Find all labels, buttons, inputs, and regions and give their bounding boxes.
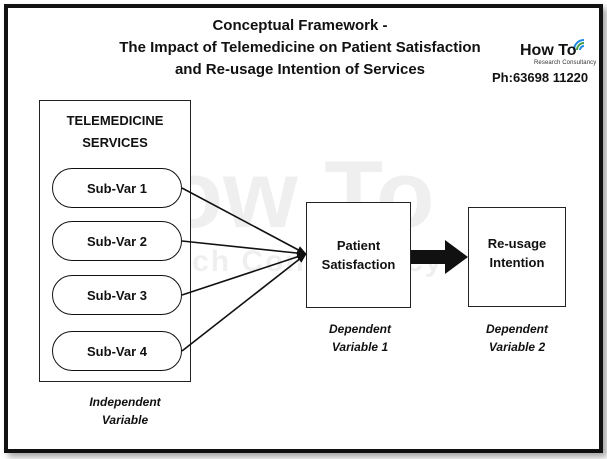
dependent-2-caption-line-1: Dependent [485, 322, 548, 336]
reusage-intention-box [468, 207, 566, 307]
reusage-intention-line-1: Re-usage [487, 236, 547, 251]
independent-caption: Independent Variable [60, 393, 190, 429]
patient-satisfaction-line-1: Patient [336, 238, 381, 253]
independent-header: TELEMEDICINE SERVICES [39, 110, 191, 154]
dependent-1-caption-line-2: Variable 1 [331, 340, 389, 354]
brand-logo: How To Research Consultancy [520, 38, 600, 68]
dependent-2-caption: Dependent Variable 2 [452, 320, 582, 356]
dependent-1-caption: Dependent Variable 1 [295, 320, 425, 356]
title-line-2: The Impact of Telemedicine on Patient Sa… [119, 39, 481, 56]
logo-text: How To [520, 42, 577, 59]
independent-header-line-1: TELEMEDICINE [66, 113, 164, 128]
dependent-1-caption-line-1: Dependent [328, 322, 391, 336]
logo-subtitle: Research Consultancy [534, 60, 597, 66]
sub-var-4: Sub-Var 4 [52, 331, 182, 371]
independent-caption-line-1: Independent [89, 395, 161, 409]
reusage-intention-line-2: Intention [489, 255, 545, 270]
logo-signal-icon [573, 39, 585, 51]
independent-caption-line-2: Variable [101, 413, 149, 427]
patient-satisfaction-line-2: Satisfaction [321, 257, 396, 272]
title-line-3: and Re-usage Intention of Services [174, 61, 426, 78]
sub-var-2: Sub-Var 2 [52, 221, 182, 261]
title-line-1: Conceptual Framework - [212, 17, 388, 34]
arrow-sub-var-4 [181, 253, 307, 352]
arrow-sub-var-2 [181, 240, 307, 258]
patient-satisfaction-label: Patient Satisfaction [306, 202, 411, 308]
sub-var-1: Sub-Var 1 [52, 168, 182, 208]
arrow-sub-var-1 [181, 187, 307, 255]
patient-satisfaction-box [306, 202, 411, 308]
sub-var-3: Sub-Var 3 [52, 275, 182, 315]
reusage-intention-label: Re-usage Intention [468, 207, 566, 307]
dependent-2-caption-line-2: Variable 2 [488, 340, 546, 354]
phone-number: Ph:63698 11220 [492, 70, 589, 85]
arrow-sub-var-3 [181, 253, 307, 296]
independent-header-line-2: SERVICES [82, 135, 148, 150]
arrow-satisfaction-to-intention [411, 240, 468, 274]
